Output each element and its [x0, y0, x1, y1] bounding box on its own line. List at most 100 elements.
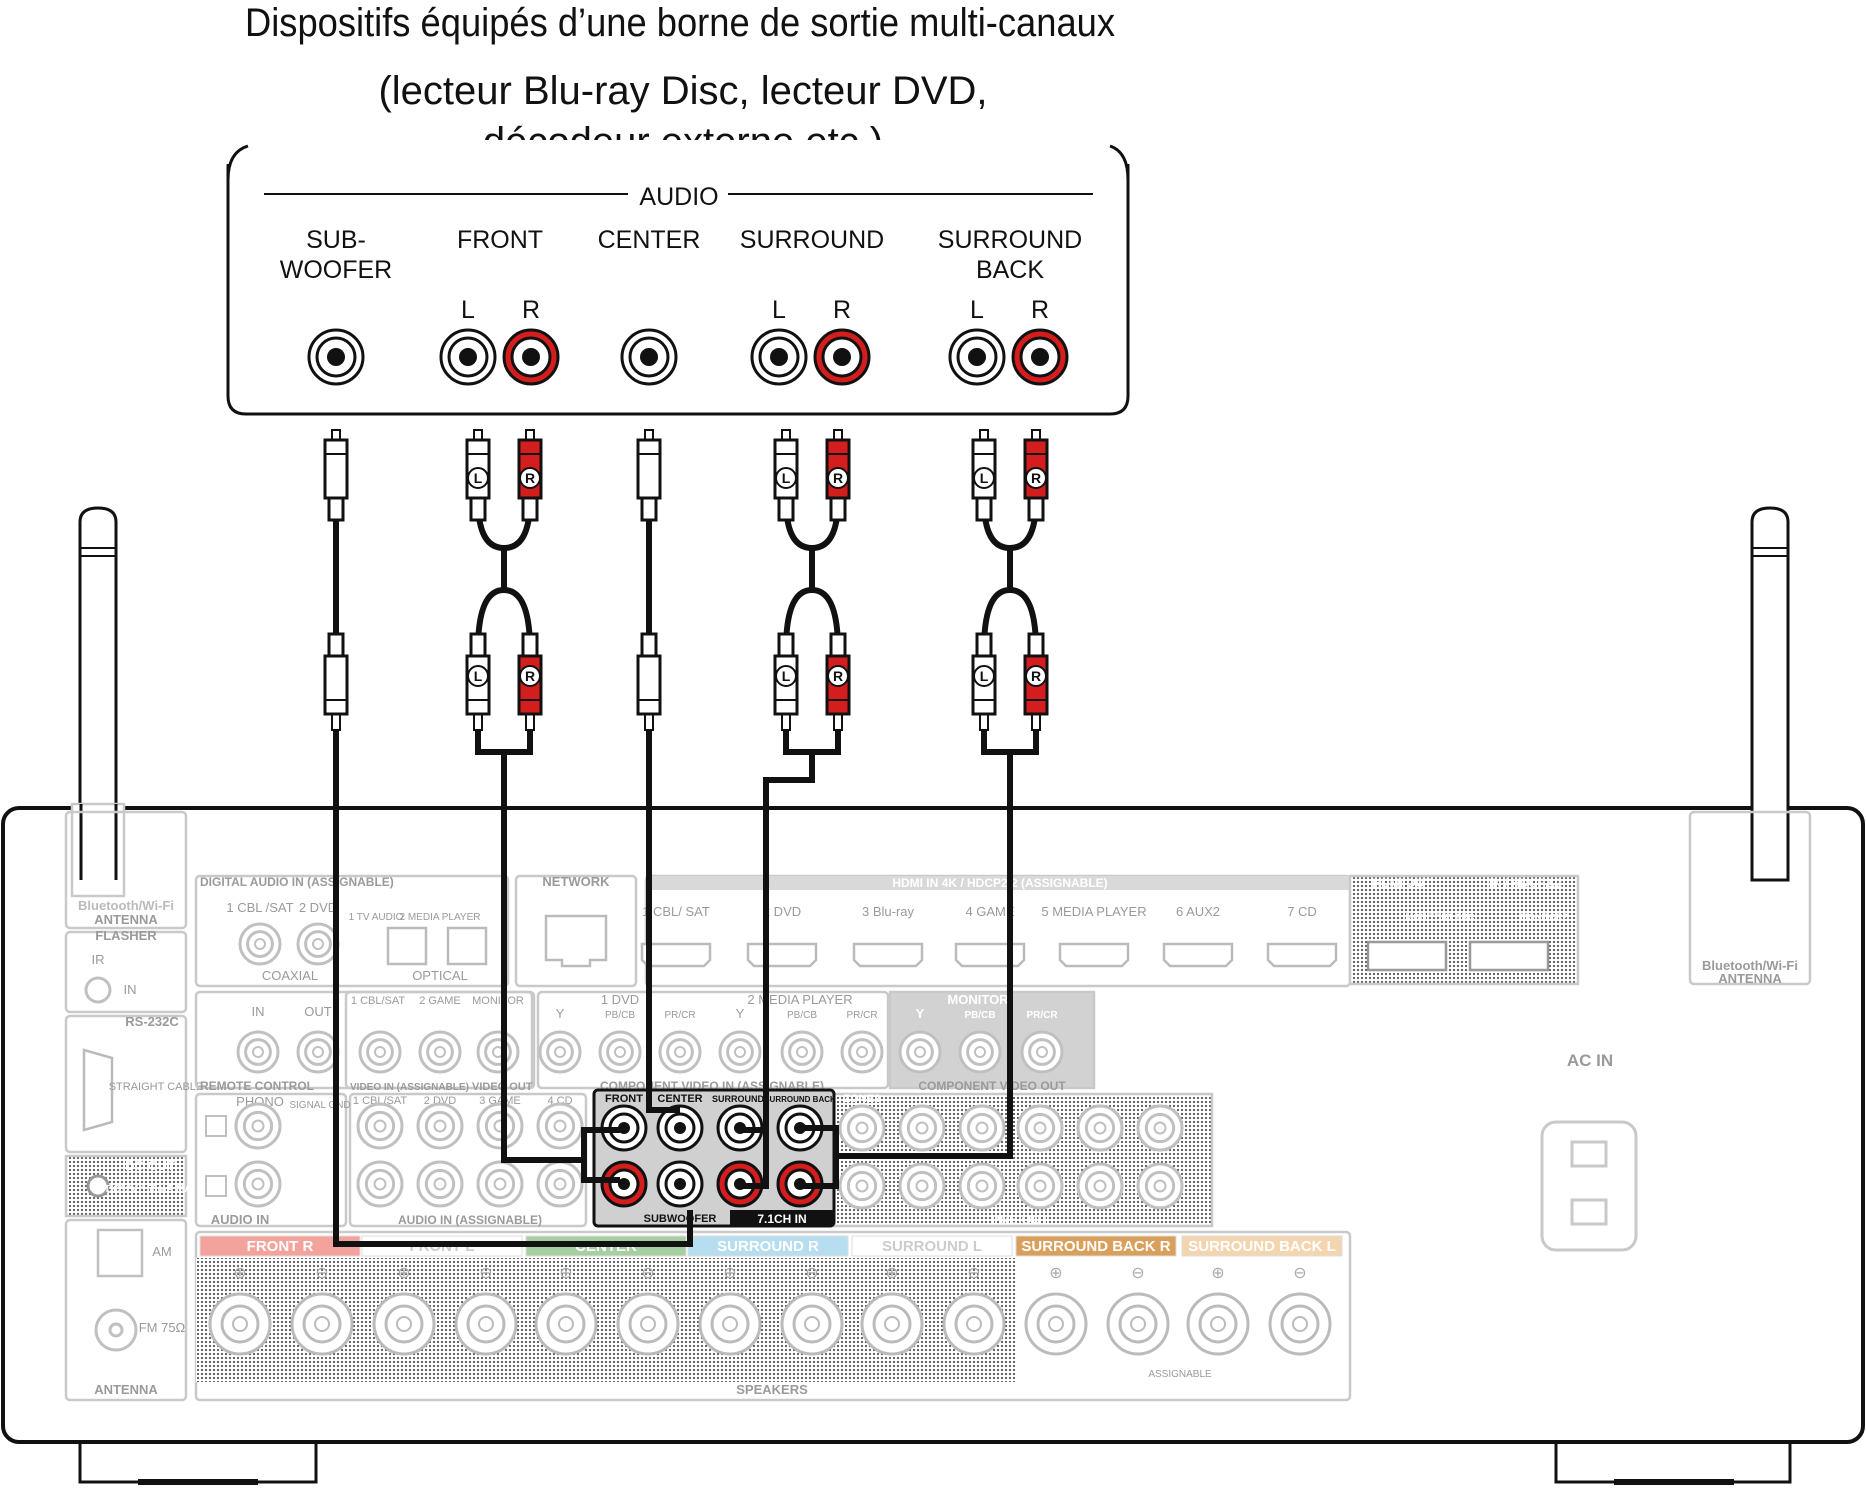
- right-antenna[interactable]: [1750, 506, 1790, 882]
- video-row-jack-6[interactable]: [538, 1030, 582, 1074]
- speaker-terminal-1-plus[interactable]: [208, 1292, 272, 1356]
- surround-r-plug-source[interactable]: R: [825, 429, 851, 522]
- audio-in-l-3[interactable]: [476, 1102, 524, 1150]
- audio-in-r-1[interactable]: [356, 1160, 404, 1208]
- pre-out-bottom-3[interactable]: [958, 1162, 1006, 1210]
- pre-out-top-6[interactable]: [1136, 1104, 1184, 1152]
- network-port[interactable]: [544, 914, 608, 968]
- speaker-terminal-2-plus[interactable]: [372, 1292, 436, 1356]
- video-row-jack-1[interactable]: [236, 1030, 280, 1074]
- speaker-terminal-5-minus[interactable]: [942, 1292, 1006, 1356]
- phono-jack-1[interactable]: [234, 1102, 282, 1150]
- component-out-jack-3[interactable]: [1020, 1030, 1064, 1074]
- video-row-jack-7[interactable]: [598, 1030, 642, 1074]
- speaker-terminal-7-minus[interactable]: [1268, 1292, 1332, 1356]
- subwoofer-plug-receiver[interactable]: [323, 632, 349, 731]
- multi-in-center[interactable]: [656, 1104, 704, 1152]
- surround-r-plug-receiver[interactable]: R: [825, 632, 851, 731]
- subwoofer-plug-source[interactable]: [323, 429, 349, 522]
- pre-out-bottom-4[interactable]: [1016, 1162, 1064, 1210]
- hdmi-in-port-1[interactable]: [640, 942, 712, 968]
- video-row-jack-5[interactable]: [476, 1030, 520, 1074]
- surround-back-r-plug-source[interactable]: R: [1023, 429, 1049, 522]
- speaker-terminal-6-plus[interactable]: [1024, 1292, 1088, 1356]
- multi-in-subwoofer[interactable]: [656, 1160, 704, 1208]
- surround-back-l-plug-source[interactable]: L: [971, 429, 997, 522]
- rs232c-port[interactable]: [82, 1048, 114, 1132]
- video-row-jack-8[interactable]: [658, 1030, 702, 1074]
- surround-l-plug-source[interactable]: L: [773, 429, 799, 522]
- coaxial-jack-1[interactable]: [238, 922, 282, 966]
- pre-out-top-3[interactable]: [958, 1104, 1006, 1152]
- speaker-terminal-5-plus[interactable]: [860, 1292, 924, 1356]
- speaker-terminal-7-plus[interactable]: [1186, 1292, 1250, 1356]
- audio-in-l-1[interactable]: [356, 1102, 404, 1150]
- video-row-jack-3[interactable]: [358, 1030, 402, 1074]
- front-r-plug-source[interactable]: R: [517, 429, 543, 522]
- front-l-plug-source[interactable]: L: [465, 429, 491, 522]
- speaker-terminal-6-minus[interactable]: [1106, 1292, 1170, 1356]
- component-out-jack-1[interactable]: [898, 1030, 942, 1074]
- dc-out-jack[interactable]: [86, 1174, 110, 1198]
- front-r-plug-receiver[interactable]: R: [517, 632, 543, 731]
- pre-out-bottom-1[interactable]: [838, 1162, 886, 1210]
- front-l-output-jack[interactable]: [439, 328, 497, 386]
- video-row-jack-2[interactable]: [296, 1030, 340, 1074]
- hdmi-in-port-3[interactable]: [852, 942, 924, 968]
- speaker-terminal-4-minus[interactable]: [780, 1292, 844, 1356]
- front-l-plug-receiver[interactable]: L: [465, 632, 491, 731]
- speaker-terminal-3-minus[interactable]: [616, 1292, 680, 1356]
- am-terminal[interactable]: [96, 1228, 144, 1278]
- pre-out-top-4[interactable]: [1016, 1104, 1064, 1152]
- center-output-jack[interactable]: [620, 328, 678, 386]
- subwoofer-output-jack[interactable]: [307, 328, 365, 386]
- speaker-terminal-4-plus[interactable]: [698, 1292, 762, 1356]
- surround-back-l-output-jack[interactable]: [948, 328, 1006, 386]
- audio-in-l-4[interactable]: [536, 1102, 584, 1150]
- component-input-1: 1 DVD: [601, 992, 639, 1007]
- audio-in-r-4[interactable]: [536, 1160, 584, 1208]
- hdmi-out-monitor2[interactable]: [1468, 940, 1550, 972]
- surround-back-r-plug-receiver[interactable]: R: [1023, 632, 1049, 731]
- surround-r-output-jack[interactable]: [813, 328, 871, 386]
- speaker-terminal-3-plus[interactable]: [534, 1292, 598, 1356]
- ac-inlet[interactable]: [1540, 1120, 1638, 1252]
- pre-out-top-1[interactable]: [838, 1104, 886, 1152]
- video-row-jack-10[interactable]: [780, 1030, 824, 1074]
- pre-out-top-2[interactable]: [898, 1104, 946, 1152]
- audio-in-l-2[interactable]: [416, 1102, 464, 1150]
- audio-in-r-2[interactable]: [416, 1160, 464, 1208]
- pre-out-bottom-2[interactable]: [898, 1162, 946, 1210]
- center-plug-receiver[interactable]: [636, 632, 662, 731]
- coaxial-jack-2[interactable]: [296, 922, 340, 966]
- hdmi-in-port-2[interactable]: [746, 942, 818, 968]
- hdmi-in-port-4[interactable]: [954, 942, 1026, 968]
- pre-out-top-5[interactable]: [1076, 1104, 1124, 1152]
- surround-l-plug-receiver[interactable]: L: [773, 632, 799, 731]
- left-antenna[interactable]: [70, 506, 126, 898]
- surround-back-l-plug-receiver[interactable]: L: [971, 632, 997, 731]
- phono-jack-2[interactable]: [234, 1160, 282, 1208]
- hdmi-out-monitor1[interactable]: [1366, 940, 1448, 972]
- multi-in-front-r[interactable]: [600, 1160, 648, 1208]
- audio-in-r-3[interactable]: [476, 1160, 524, 1208]
- front-r-output-jack[interactable]: [502, 328, 560, 386]
- video-row-jack-4[interactable]: [418, 1030, 462, 1074]
- video-row-jack-9[interactable]: [718, 1030, 762, 1074]
- speaker-terminal-1-minus[interactable]: [290, 1292, 354, 1356]
- pre-out-bottom-5[interactable]: [1076, 1162, 1124, 1210]
- hdmi-in-port-5[interactable]: [1058, 942, 1130, 968]
- hdmi-in-port-7[interactable]: [1266, 942, 1338, 968]
- optical-jack-1[interactable]: [386, 926, 428, 966]
- hdmi-in-port-6[interactable]: [1162, 942, 1234, 968]
- optical-jack-2[interactable]: [446, 926, 488, 966]
- multi-in-front-l[interactable]: [600, 1104, 648, 1152]
- surround-back-r-output-jack[interactable]: [1011, 328, 1069, 386]
- pre-out-bottom-6[interactable]: [1136, 1162, 1184, 1210]
- center-plug-source[interactable]: [636, 429, 662, 522]
- flasher-jack[interactable]: [84, 976, 112, 1004]
- video-row-jack-11[interactable]: [840, 1030, 884, 1074]
- speaker-terminal-2-minus[interactable]: [454, 1292, 518, 1356]
- component-out-jack-2[interactable]: [958, 1030, 1002, 1074]
- surround-l-output-jack[interactable]: [750, 328, 808, 386]
